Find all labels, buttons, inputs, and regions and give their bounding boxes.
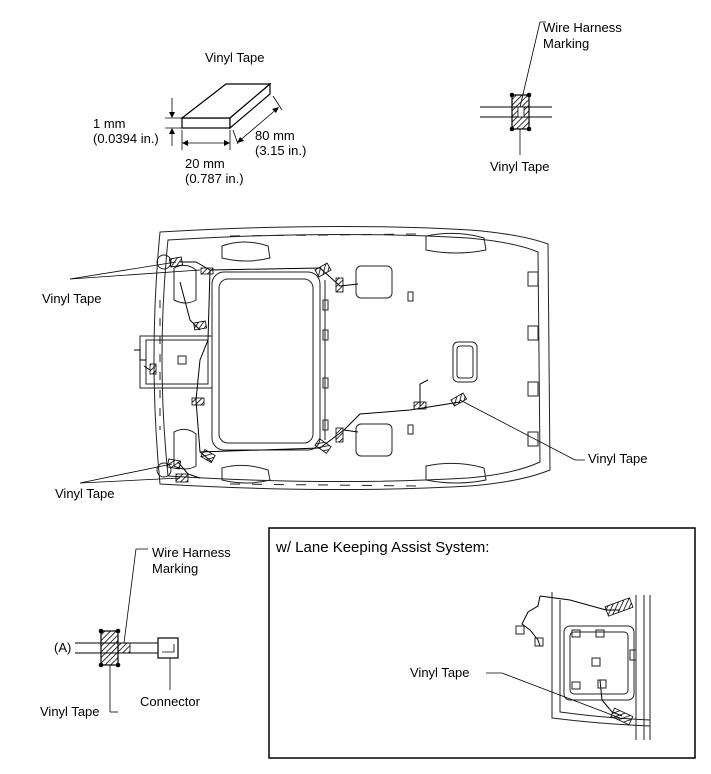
dim-length-in: (3.15 in.) — [255, 143, 306, 158]
wire-harness-label-bottom-line1: Wire Harness — [152, 545, 231, 560]
dim-width-mm: 20 mm — [185, 156, 225, 171]
vinyl-tape-dimension-drawing: Vinyl Tape 1 mm (0.0394 in.) 20 mm (0.78… — [93, 50, 306, 186]
tape-marks — [149, 256, 468, 483]
vinyl-tape-label-roof-right: Vinyl Tape — [588, 451, 648, 466]
dim-thickness-in: (0.0394 in.) — [93, 131, 159, 146]
lka-tape-top — [604, 597, 634, 617]
harness-marking — [117, 642, 131, 654]
connector-detail: Wire Harness Marking (A) Vinyl Tape Conn… — [40, 545, 231, 719]
vinyl-tape-label-top-right: Vinyl Tape — [490, 159, 550, 174]
lka-tape-bottom — [610, 707, 634, 726]
connector-label: Connector — [140, 694, 201, 709]
dim-width-in: (0.787 in.) — [185, 171, 244, 186]
wire-harness-label-bottom-line2: Marking — [152, 561, 198, 576]
dim-length-mm: 80 mm — [255, 128, 295, 143]
vinyl-tape-label-lka: Vinyl Tape — [410, 665, 470, 680]
connector-body — [157, 637, 179, 659]
wire-harness-label-line1: Wire Harness — [543, 20, 622, 35]
vinyl-tape-title-label: Vinyl Tape — [205, 50, 265, 65]
wire-harness-label-line2: Marking — [543, 36, 589, 51]
headliner-outline — [153, 225, 551, 491]
lane-keeping-assist-panel: w/ Lane Keeping Assist System: Vinyl Tap… — [268, 527, 696, 759]
vinyl-tape-wrap-bottom — [100, 630, 119, 666]
tape-side-face — [229, 82, 271, 130]
vinyl-tape-label-roof-left-bottom: Vinyl Tape — [55, 486, 115, 501]
dim-thickness-mm: 1 mm — [93, 116, 126, 131]
point-a-label: (A) — [54, 640, 71, 655]
vinyl-tape-label-roof-left-top: Vinyl Tape — [42, 291, 102, 306]
tape-front-face — [181, 117, 231, 129]
lane-keeping-title: w/ Lane Keeping Assist System: — [275, 539, 489, 556]
wire-harness-marking-detail: Wire Harness Marking Vinyl Tape — [480, 20, 622, 174]
camera-housing — [563, 625, 635, 701]
sunroof-opening — [211, 271, 321, 451]
lane-keeping-box — [268, 527, 696, 759]
roof-headliner-diagram — [69, 225, 585, 491]
vinyl-tape-label-bottom-left: Vinyl Tape — [40, 704, 100, 719]
